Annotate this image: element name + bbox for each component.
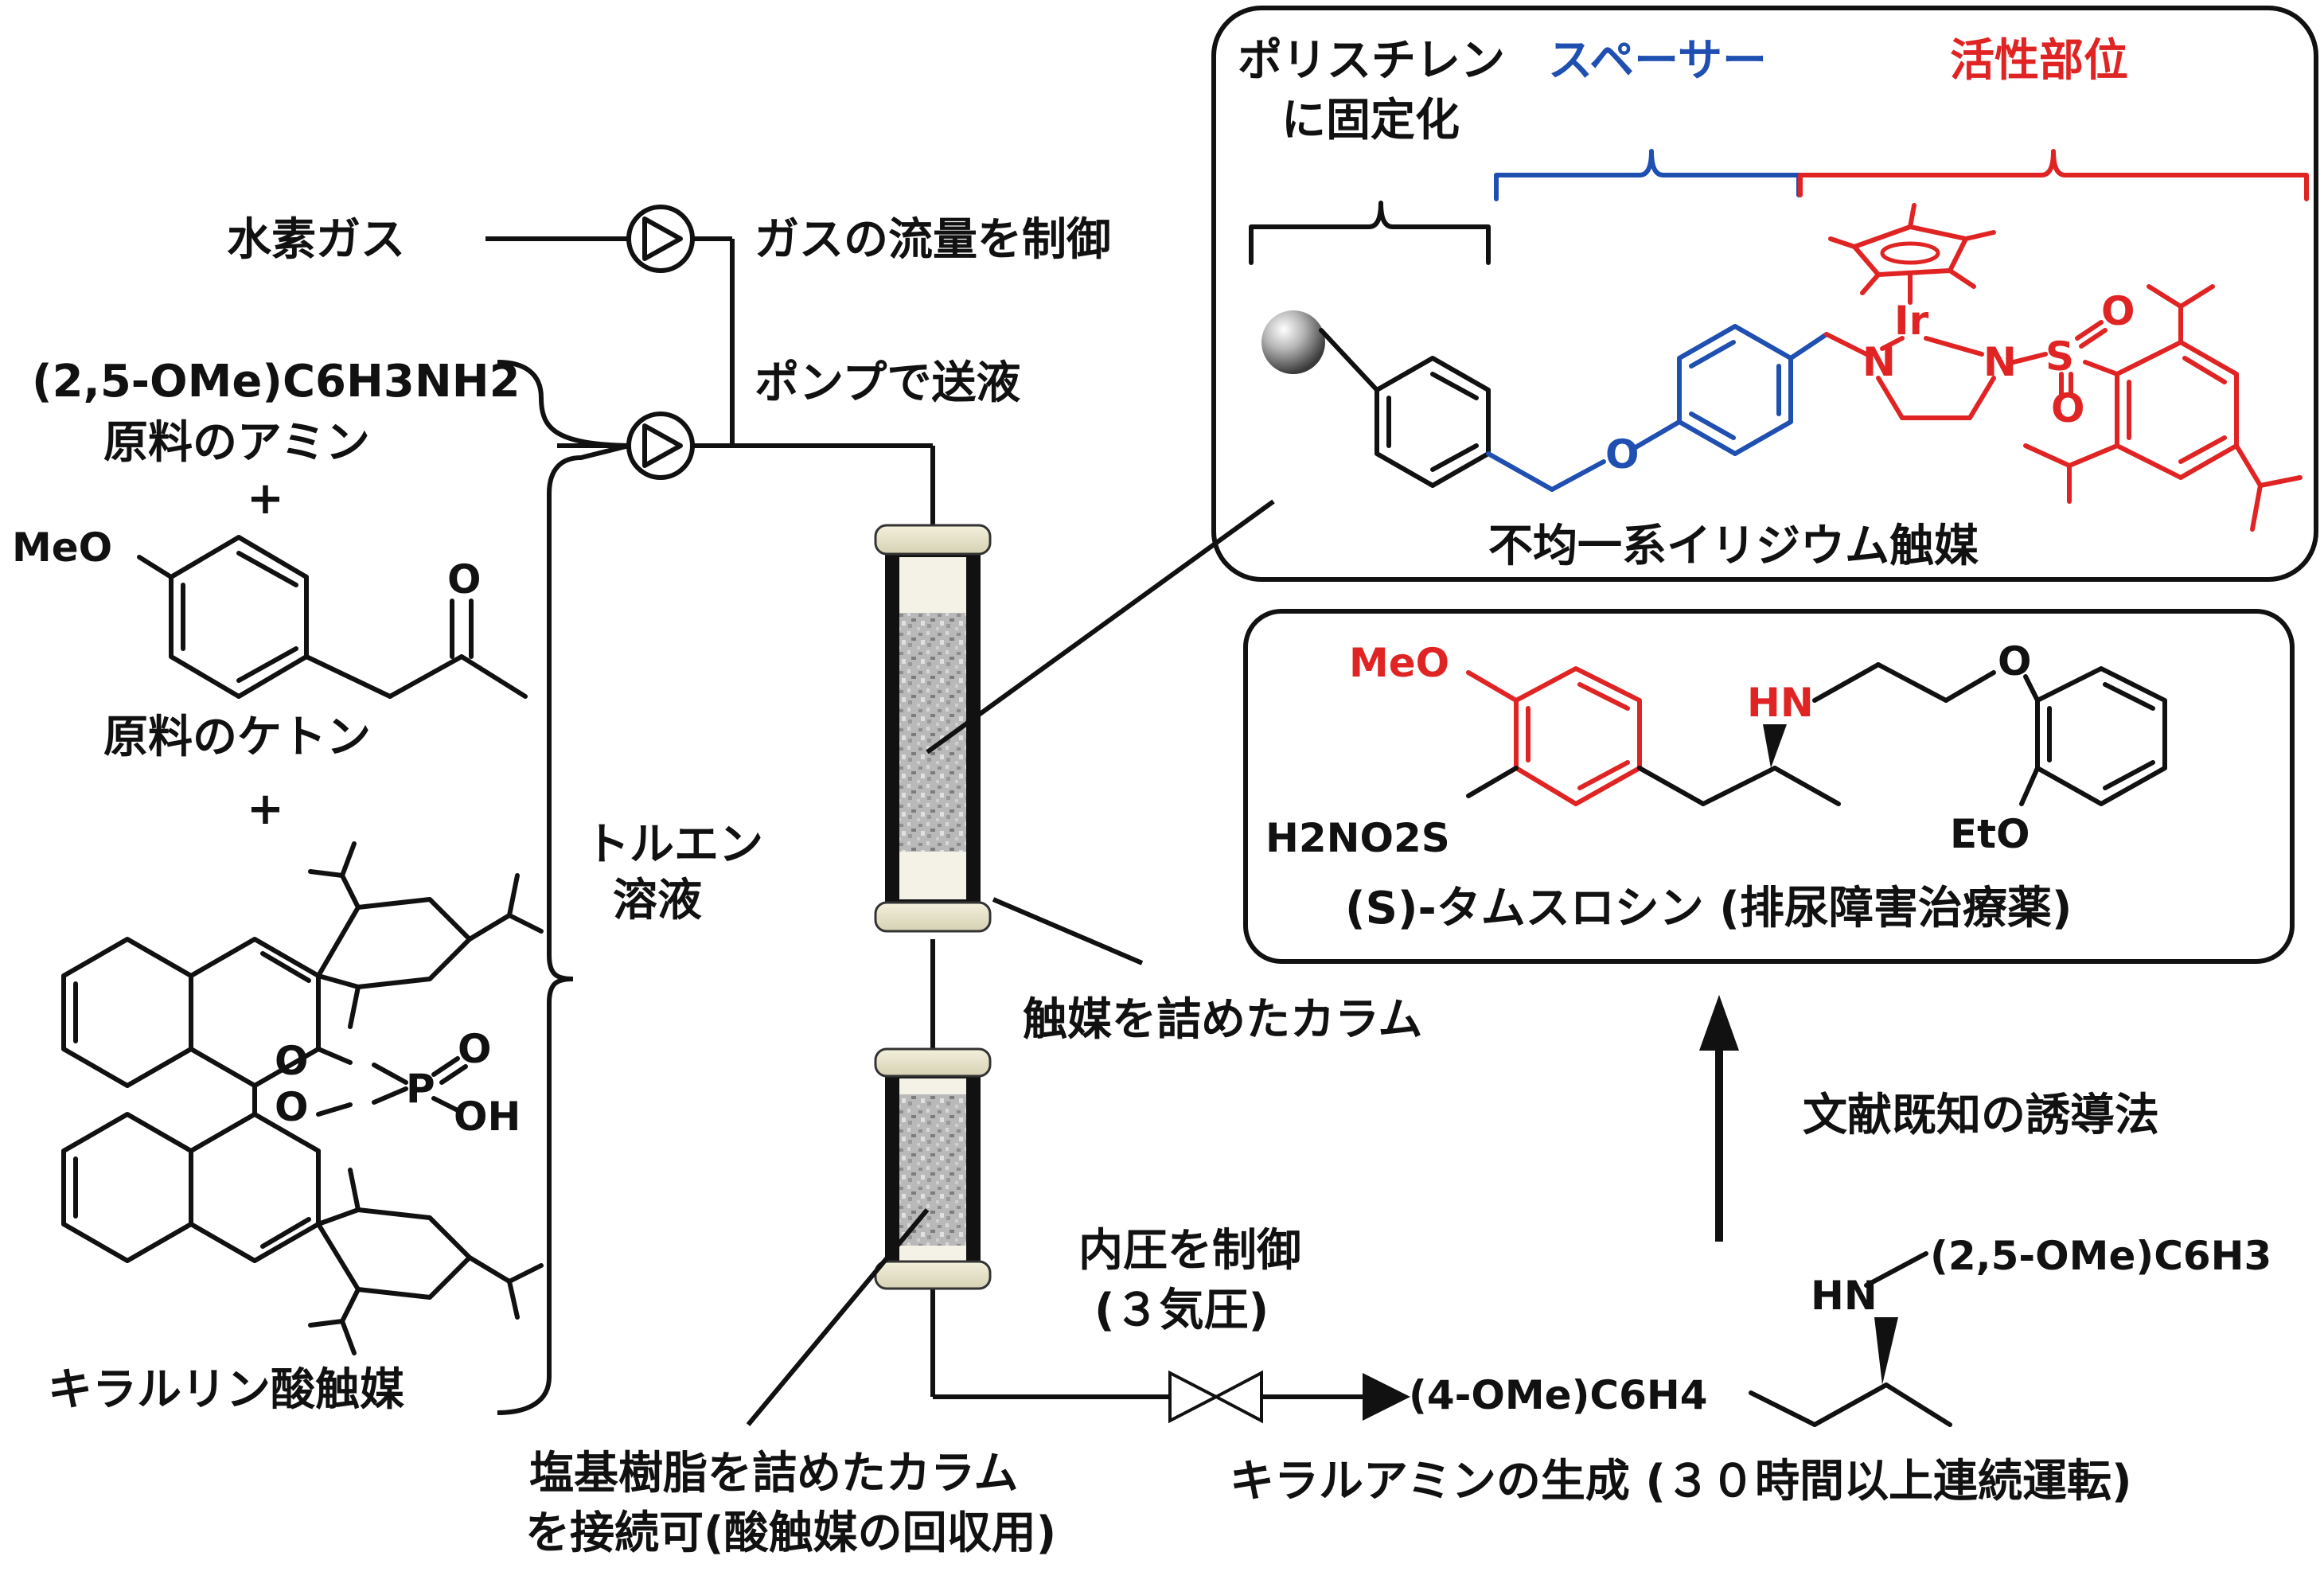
iridium-symbol: Ir (1894, 298, 1929, 344)
product-aryl-left: (4-OMe)C6H4 (1409, 1372, 1708, 1418)
tamsulosin-structure (1466, 662, 2167, 806)
catalyst-column-label: 触媒を詰めたカラム (1023, 994, 1422, 1046)
toluene-brace (497, 443, 630, 1415)
tamsulosin-ether-o: O (1998, 638, 2032, 684)
ketone-oxygen: O (447, 556, 482, 603)
active-site-label: 活性部位 (1950, 35, 2128, 87)
tamsulosin-hn: HN (1747, 680, 1814, 726)
toluene-label-line1: トルエン (585, 819, 763, 871)
tamsulosin-meo: MeO (1349, 640, 1449, 686)
pressure-label-line2: (３気圧) (1094, 1285, 1269, 1336)
polystyrene-benzene (1375, 356, 1491, 488)
ketone-meo: MeO (12, 525, 112, 571)
catalyst-box (1211, 6, 2318, 582)
cpa-hydroxyl: OH (454, 1094, 521, 1140)
gas-pump-icon (626, 205, 695, 273)
product-n-aryl-bond (1864, 1251, 1928, 1288)
pressure-label-line1: 内圧を制御 (1078, 1225, 1301, 1277)
tamsulosin-sulfonamide: H2NO2S (1265, 815, 1450, 861)
product-hn: HN (1811, 1273, 1878, 1319)
spacer-oxygen: O (1605, 431, 1640, 478)
amine-connector (497, 360, 630, 448)
catalyst-column (874, 524, 992, 933)
ketone-structure (137, 535, 528, 699)
chiral-phosphoric-acid-structure (61, 841, 544, 1355)
hydrogen-gas-label: 水素ガス (227, 214, 405, 266)
pump-feed-label: ポンプで送液 (755, 357, 1020, 409)
bead-bond (1319, 328, 1379, 392)
chiral-acid-label: キラルリン酸触媒 (48, 1364, 405, 1416)
polystyrene-brace (1249, 201, 1491, 265)
amine-label: 原料のアミン (103, 417, 370, 469)
cpa-phosphorus: P (406, 1066, 435, 1112)
resin-label-line (746, 1208, 930, 1426)
sulfonyl-o1: O (2101, 288, 2135, 334)
derivatization-arrow-icon (1699, 995, 1739, 1051)
iridium-catalyst-caption: 不均一系イリジウム触媒 (1488, 521, 1979, 572)
base-resin-label-line2: を接続可(酸触媒の回収用) (525, 1507, 1056, 1559)
cpa-oxygen-1: O (275, 1038, 309, 1084)
polystyrene-label-line1: ポリスチレン (1238, 35, 1505, 87)
spacer-label: スペーサー (1548, 35, 1767, 87)
tamsulosin-box (1243, 609, 2295, 964)
base-resin-column (874, 1047, 992, 1290)
spacer-brace (1494, 149, 1801, 201)
ketone-label: 原料のケトン (103, 712, 371, 763)
amine-formula-text: (2,5-OMe)C6H3NH2 (32, 356, 521, 408)
product-label: キラルアミンの生成 (３０時間以上連続運転) (1230, 1456, 2132, 1507)
active-site-brace (1798, 149, 2309, 201)
liquid-pump-icon (626, 411, 695, 480)
product-skeleton (1749, 1317, 1952, 1427)
known-route-label: 文献既知の誘導法 (1803, 1090, 2159, 1141)
sulfonyl-s: S (2045, 333, 2074, 380)
pressure-valve-icon (1168, 1370, 1263, 1424)
polystyrene-bead-icon (1261, 310, 1325, 374)
plus-sign-1: + (247, 473, 284, 525)
base-resin-label-line1: 塩基樹脂を詰めたカラム (529, 1448, 1018, 1499)
flow-lines (485, 236, 1410, 1421)
gas-flow-control-label: ガスの流量を制御 (755, 214, 1111, 266)
polystyrene-label-line2: に固定化 (1281, 95, 1460, 146)
sulfonyl-o2: O (2051, 385, 2085, 431)
product-aryl-right: (2,5-OMe)C6H3 (1930, 1233, 2271, 1279)
iridium-complex-structure (1824, 203, 2303, 532)
cpa-oxo: O (458, 1026, 492, 1072)
amine-formula: (2,5-OMe)C6H3NH2 (32, 356, 521, 408)
iridium-n2: N (1983, 339, 2017, 385)
spacer-structure (1486, 324, 1829, 492)
column-label-line (992, 897, 1144, 965)
plus-sign-2: + (247, 783, 284, 835)
tamsulosin-eto: EtO (1950, 811, 2030, 857)
tamsulosin-caption: (S)-タムスロシン (排尿障害治療薬) (1345, 883, 2072, 934)
iridium-n1: N (1862, 339, 1896, 385)
cpa-oxygen-2: O (275, 1084, 309, 1130)
toluene-label-line2: 溶液 (613, 875, 702, 926)
